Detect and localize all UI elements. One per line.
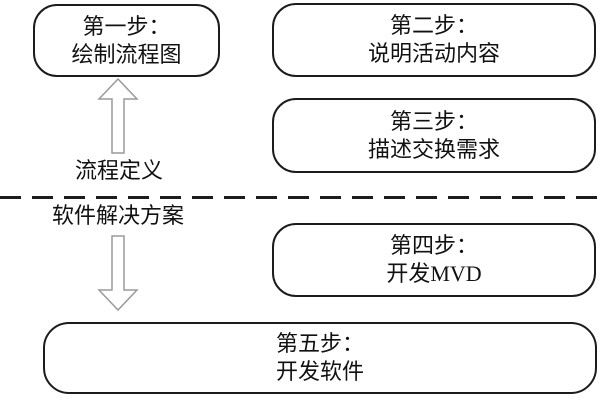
flowchart-box-step5: 第五步： 开发软件 bbox=[43, 322, 597, 394]
phase-label-process-definition: 流程定义 bbox=[74, 158, 164, 183]
down-arrow-icon bbox=[97, 235, 139, 311]
step1-subtitle: 绘制流程图 bbox=[71, 41, 182, 67]
flowchart-box-step2: 第二步： 说明活动内容 bbox=[272, 3, 596, 77]
step5-subtitle: 开发软件 bbox=[275, 359, 364, 384]
phase-label-software-solution: 软件解决方案 bbox=[51, 203, 185, 228]
step4-title: 第四步： bbox=[389, 233, 478, 258]
step1-title: 第一步： bbox=[82, 13, 171, 39]
step4-subtitle: 开发MVD bbox=[386, 261, 482, 286]
up-arrow-icon bbox=[97, 78, 139, 154]
step2-subtitle: 说明活动内容 bbox=[367, 41, 500, 66]
step2-title: 第二步： bbox=[389, 13, 478, 38]
step3-subtitle: 描述交换需求 bbox=[367, 136, 500, 162]
step5-title: 第五步： bbox=[275, 331, 364, 356]
phase-divider-dashed-line bbox=[0, 196, 600, 199]
flowchart-box-step3: 第三步： 描述交换需求 bbox=[272, 98, 596, 173]
flowchart-box-step4: 第四步： 开发MVD bbox=[272, 223, 596, 297]
step3-title: 第三步： bbox=[389, 108, 478, 134]
flowchart-box-step1: 第一步： 绘制流程图 bbox=[33, 4, 220, 77]
